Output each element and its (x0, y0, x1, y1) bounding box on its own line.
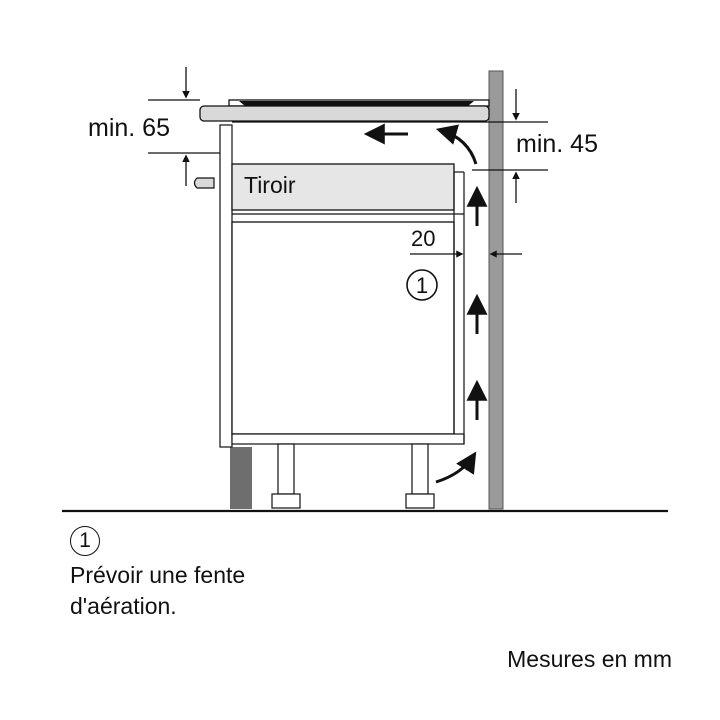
callout-circle (406, 269, 438, 301)
plinth (230, 447, 252, 509)
legend-line-2: d'aération. (70, 593, 177, 619)
hob (199, 99, 490, 122)
dimension-min-45 (472, 89, 548, 203)
legend-line-1: Prévoir une fente (70, 562, 246, 588)
drawer (193, 163, 464, 215)
dimension-min-65 (148, 67, 220, 186)
units-note: Mesures en mm (507, 646, 672, 672)
callout-number: 1 (416, 273, 428, 298)
cabinet-leg-right (405, 443, 435, 509)
drawer-label: Tiroir (244, 172, 296, 198)
label-min-45: min. 45 (516, 130, 598, 158)
back-wall (488, 70, 504, 510)
label-gap-20: 20 (411, 226, 435, 251)
front-trim (219, 124, 233, 448)
cabinet (231, 171, 465, 445)
cabinet-leg-left (271, 443, 301, 509)
label-min-65: min. 65 (88, 114, 170, 142)
airflow-arrows (363, 123, 488, 484)
legend-marker: 1 (70, 526, 100, 556)
legend-text: Prévoir une fente d'aération. (70, 560, 390, 622)
